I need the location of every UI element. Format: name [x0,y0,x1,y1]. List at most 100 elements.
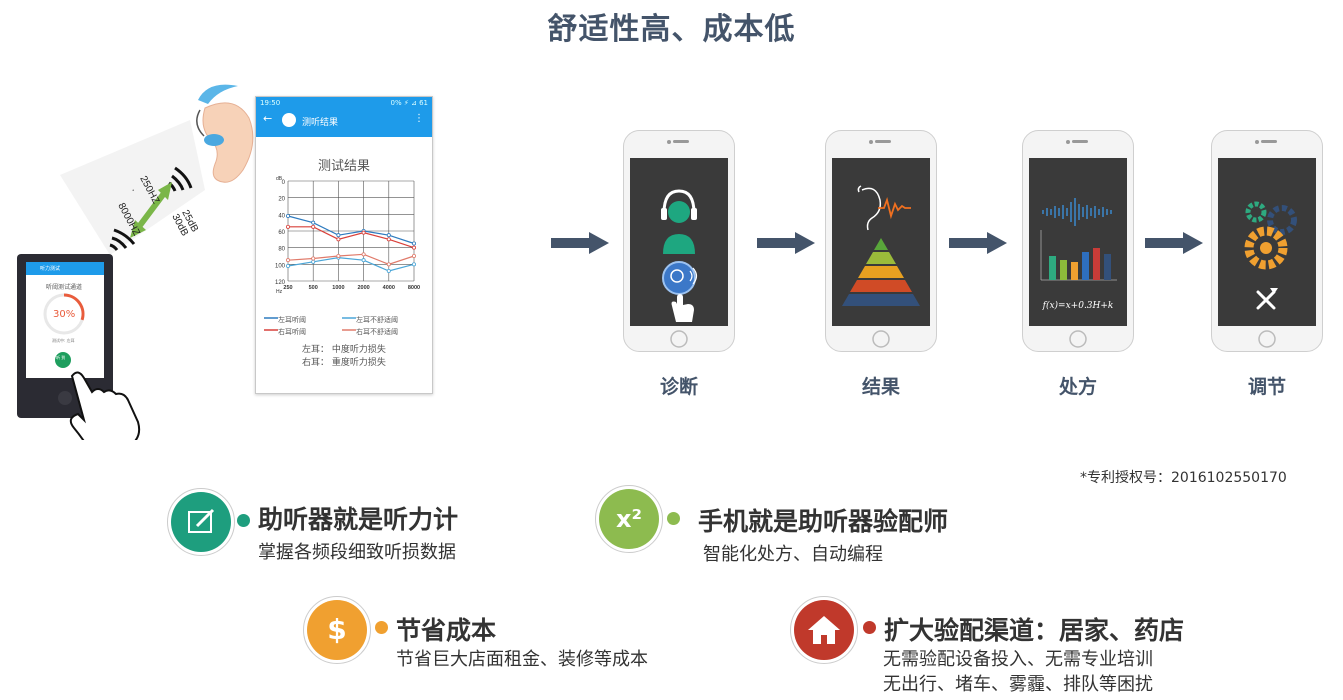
pyramid-chart-icon [842,238,920,306]
series-line [287,215,415,245]
patent-number: *专利授权号：2016102550170 [1080,470,1287,486]
series-line [287,257,415,272]
x-tick-label: 250 [283,285,292,291]
feature-desc-phone-fitter: 智能化处方、自动编程 [703,544,883,565]
x-tick-label: 4000 [383,285,395,291]
feature-title-hearing-meter: 助听器就是听力计 [258,505,459,534]
data-point [285,224,290,229]
step-label-result: 结果 [861,376,900,398]
tablet-device [17,254,113,418]
legend-left-discomfort: 左耳不舒适阈 [342,316,398,324]
feature-title-save-cost: 节省成本 [396,616,497,645]
feature-desc-hearing-meter: 掌握各频段细致听损数据 [258,542,456,563]
data-point [411,245,416,250]
data-point [361,230,366,235]
feature-desc-channels-1: 无需验配设备投入、无需专业培训 [883,649,1153,670]
audiogram-app-bar: 19:50 0% ⚡ ⊿ 61 ← 测听结果 ⋮ [256,97,432,137]
tablet-footer-text: 测试中: 左耳 [52,338,75,343]
data-point [336,233,341,238]
data-point [411,241,416,246]
data-point [336,254,341,259]
data-point [386,269,391,274]
data-point [311,259,316,264]
back-arrow-icon[interactable]: ← [263,112,273,125]
legend-right-threshold: 右耳听阈 [264,328,306,336]
x-squared-icon: x² [599,489,659,549]
data-point [285,264,290,269]
phone-adjust [1211,130,1323,352]
y-tick-label: 100 [275,263,286,269]
phone-screen [630,158,728,326]
feature-bullet [237,514,250,527]
feature-title-phone-fitter: 手机就是助听器验配师 [698,507,949,536]
x-tick-label: 2000 [357,285,369,291]
x-unit-label: Hz [276,289,283,295]
screen-title: 测听结果 [302,118,339,128]
data-point [311,224,316,229]
range-arrow-icon [130,182,172,238]
y-tick-label: 20 [278,197,285,203]
bar-chart-icon [1040,230,1117,281]
phone-diagnosis [623,130,735,352]
flow-arrow-icon [1145,232,1203,254]
dollar-icon: $ [307,600,367,660]
phone-prescription: f(x)=x+0.3H+k [1022,130,1134,352]
tablet-subtitle: 听阈测试通道 [46,284,83,291]
ear-wave-icon [857,185,911,231]
more-menu-icon[interactable]: ⋮ [414,113,424,124]
status-icons: 0% ⚡ ⊿ 61 [390,99,428,107]
data-point [285,258,290,263]
result-left-ear: 左耳： 中度听力损失 [302,345,386,355]
chart-title: 测试结果 [317,159,370,174]
y-unit-label: dB [276,176,283,182]
feature-desc-channels-2: 无出行、堵车、雾霾、排队等困扰 [883,674,1153,695]
phone-screen [1218,158,1316,326]
pointing-hand-icon [69,371,141,440]
legend-right-discomfort: 右耳不舒适阈 [342,328,398,336]
feature-bullet [863,621,876,634]
flow-arrow-icon [551,232,609,254]
data-point [386,237,391,242]
voice-user-icon [662,261,698,295]
status-time: 19:50 [260,99,281,107]
phone-screen [832,158,930,326]
data-point [336,237,341,242]
house-icon [794,600,854,660]
x-tick-label: 8000 [408,285,420,291]
result-right-ear: 右耳： 重度听力损失 [302,358,386,368]
wifi-signal-icon [109,228,136,251]
series-line [288,226,415,249]
sound-wave-icon [1042,198,1112,226]
phone-screen: f(x)=x+0.3H+k [1029,158,1127,326]
headphone-user-icon [661,189,697,254]
data-point [311,256,316,261]
x-tick-label: 1000 [332,285,344,291]
data-point [361,252,366,257]
tools-icon [1256,290,1276,310]
tablet-header: 听力测试 [40,266,61,272]
feature-desc-save-cost: 节省巨大店面租金、装修等成本 [396,649,648,670]
x-tick-label: 500 [309,285,318,291]
y-tick-label: 120 [275,280,286,286]
data-point [386,233,391,238]
prescription-formula: f(x)=x+0.3H+k [1042,300,1114,311]
touch-hand-icon [671,294,694,322]
ear-icon [196,84,254,183]
y-tick-label: 60 [278,230,285,236]
tablet-progress-text: 30% [53,309,76,320]
feature-bullet [667,512,680,525]
flow-arrow-icon [949,232,1007,254]
app-logo-icon [282,113,296,127]
series-line [287,253,415,265]
gears-icon [1244,201,1297,270]
legend-left-threshold: 左耳听阈 [264,316,306,324]
step-label-prescription: 处方 [1058,376,1097,398]
tablet-heard-button[interactable]: 听 到 [56,355,66,360]
y-tick-label: 0 [282,180,286,186]
step-label-adjust: 调节 [1247,376,1286,398]
data-point [285,214,290,219]
flow-arrow-icon [757,232,815,254]
feature-bullet [375,621,388,634]
